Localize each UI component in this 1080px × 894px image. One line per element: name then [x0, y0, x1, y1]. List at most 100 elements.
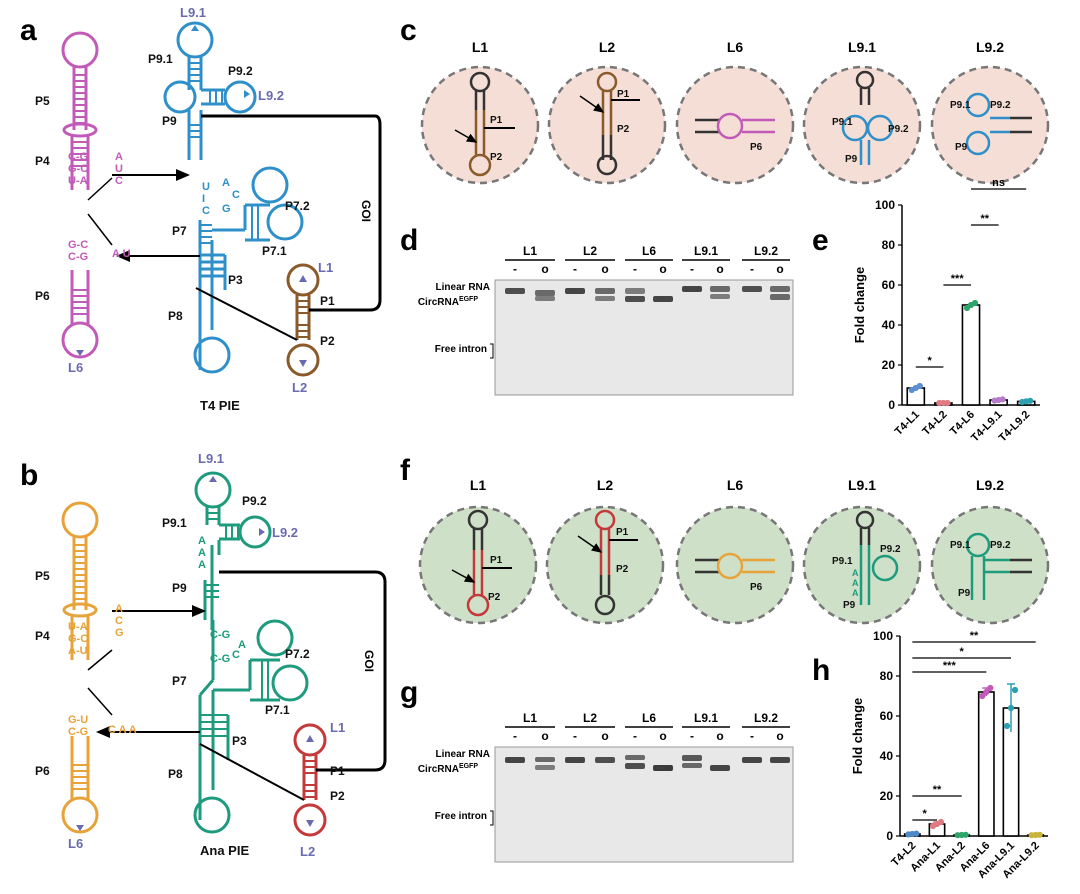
g-lane-1: L1	[523, 711, 537, 725]
h-point-6-3	[1036, 831, 1043, 838]
a-p5-label: P5	[35, 94, 50, 108]
f-title-l2: L2	[597, 477, 614, 493]
e-bar-3	[961, 304, 981, 406]
a-bulge-bottom: A U	[112, 248, 131, 260]
b-p7-pair-1: C-G	[210, 629, 230, 641]
g-band	[682, 755, 702, 761]
e-ytick-60: 60	[882, 278, 896, 292]
a-p6-label: P6	[35, 289, 50, 303]
a-p8-label: P8	[168, 309, 183, 323]
e-ytick-100: 100	[875, 198, 895, 212]
d-sign-minus-5: -	[750, 262, 754, 276]
a-bulge-top-1: A	[115, 151, 123, 163]
e-sig-label-1: *	[927, 355, 932, 367]
a-j-left-1: U	[202, 181, 210, 193]
d-band	[625, 296, 645, 302]
b-l6-label: L6	[68, 836, 83, 851]
d-sign-o-3: o	[659, 262, 666, 276]
f-title-l6: L6	[727, 477, 744, 493]
a-j-left-3: C	[202, 205, 210, 217]
a-p1-label: P1	[320, 294, 335, 308]
b-l2-label: L2	[300, 844, 315, 859]
panel-letter-d: d	[400, 224, 418, 257]
g-lane-3: L6	[642, 711, 656, 725]
g-sign-minus-2: -	[573, 729, 577, 743]
h-point-4-2	[983, 688, 990, 696]
g-intron-label: Free intron	[435, 811, 487, 822]
c-title-l1: L1	[472, 39, 489, 55]
h-point-2-3	[937, 818, 945, 826]
panel-letter-h: h	[812, 654, 830, 687]
g-circ-label: CircRNAEGFP	[418, 763, 479, 775]
d-sign-o-2: o	[601, 262, 608, 276]
d-sign-o-1: o	[541, 262, 548, 276]
d-band	[742, 286, 762, 292]
g-band	[770, 757, 790, 763]
f-l91-p92: P9.2	[880, 544, 901, 555]
c-l2-p1: P1	[617, 89, 630, 100]
a-l9-1-label: L9.1	[180, 5, 206, 20]
g-band	[682, 763, 702, 768]
g-band	[653, 765, 673, 771]
f-aaa-2: A	[852, 578, 859, 588]
b-p4-pair-3: A-U	[68, 645, 88, 657]
d-band	[682, 286, 702, 292]
c-l92-p92: P9.2	[990, 100, 1011, 111]
e-xtick-1: T4-L1	[893, 409, 922, 438]
d-circ-label: CircRNAEGFP	[418, 296, 479, 308]
e-point-5-3	[1027, 397, 1034, 404]
panel-letter-c: c	[400, 14, 417, 47]
b-bulge-bottom: C A A	[108, 724, 137, 736]
d-linear-label: Linear RNA	[436, 282, 490, 293]
f-title-l1: L1	[470, 477, 487, 493]
h-point-1-3	[913, 830, 920, 837]
c-l6-p6: P6	[750, 142, 763, 153]
b-p2-label: P2	[330, 789, 345, 803]
e-sig-label-3: **	[981, 213, 990, 225]
e-xtick-5: T4-L9.2	[997, 409, 1033, 445]
b-p4-pair-2: G-C	[68, 633, 88, 645]
a-l2-label: L2	[292, 380, 307, 395]
d-sign-minus-1: -	[513, 262, 517, 276]
b-p9-2-label: P9.2	[242, 494, 267, 508]
d-lane-5: L9.2	[754, 244, 778, 258]
d-lane-1: L1	[523, 244, 537, 258]
g-lane-2: L2	[583, 711, 597, 725]
e-sig-label-4: ns	[992, 177, 1005, 189]
e-point-3-1	[963, 304, 971, 312]
e-ytick-40: 40	[882, 318, 896, 332]
a-j-left-2: I	[202, 193, 205, 205]
d-band	[710, 294, 730, 299]
b-p3-label: P3	[232, 734, 247, 748]
h-point-5-3	[1011, 686, 1019, 694]
a-p9-2-label: P9.2	[228, 64, 253, 78]
h-ytick-100: 100	[873, 629, 893, 643]
panel-letter-a: a	[20, 14, 37, 47]
h-sig-label-4: *	[960, 646, 965, 658]
d-band	[770, 294, 790, 300]
b-goi-label: GOI	[362, 650, 376, 672]
b-l9-1-label: L9.1	[198, 451, 224, 466]
g-band	[625, 755, 645, 760]
f-l2-p1: P1	[616, 527, 629, 538]
b-aaa-2: A	[198, 547, 206, 559]
b-p7-1-label: P7.1	[265, 703, 290, 717]
f-aaa-3: A	[852, 588, 859, 598]
d-sign-minus-2: -	[573, 262, 577, 276]
h-point-5-2	[1007, 704, 1015, 712]
g-sign-o-5: o	[776, 729, 783, 743]
f-l91-p9: P9	[843, 600, 856, 611]
a-p4-pair-1: C-G	[68, 151, 88, 163]
t4-loop-circles: L1 L2 L6 L9.1 L9.2	[420, 39, 1050, 185]
g-sign-minus-3: -	[633, 729, 637, 743]
d-band	[595, 296, 615, 301]
d-intron-label: Free intron	[435, 344, 487, 355]
h-point-3-3	[962, 831, 969, 838]
panel-letter-e: e	[812, 224, 829, 257]
f-l92-p91: P9.1	[950, 540, 971, 551]
a-l1-label: L1	[318, 260, 333, 275]
g-sign-o-4: o	[716, 729, 723, 743]
h-ytick-0: 0	[886, 829, 893, 843]
